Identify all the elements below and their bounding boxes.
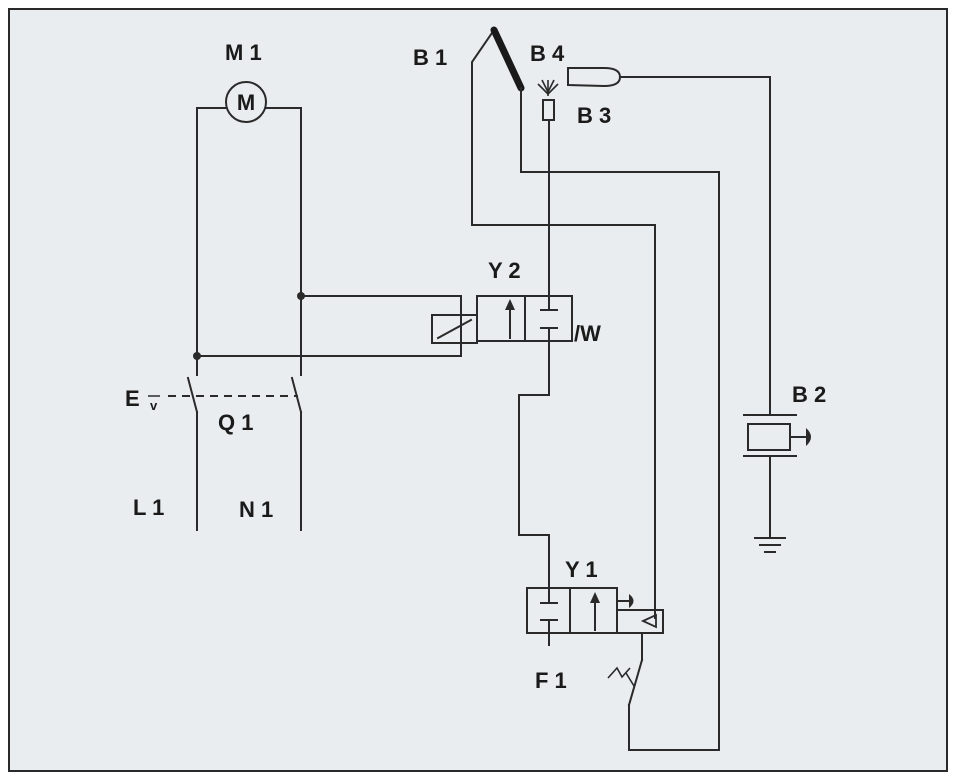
label-e: E xyxy=(125,386,140,411)
label-b1: B 1 xyxy=(413,45,447,70)
motor-m1: M xyxy=(225,81,267,123)
label-ev-subscript: v xyxy=(150,398,158,413)
label-l1: L 1 xyxy=(133,495,164,520)
thermocouple-b1-b4 xyxy=(471,26,720,751)
label-y1: Y 1 xyxy=(565,557,598,582)
label-q1: Q 1 xyxy=(218,410,253,435)
valve-y1 xyxy=(526,587,664,646)
label-m1: M 1 xyxy=(225,40,262,65)
label-b2: B 2 xyxy=(792,382,826,407)
diagram-border xyxy=(8,8,948,772)
label-b3: B 3 xyxy=(577,103,611,128)
piezo-igniter-b2 xyxy=(743,414,811,553)
label-f1: F 1 xyxy=(535,668,567,693)
label-y2: Y 2 xyxy=(488,258,521,283)
label-w: /W xyxy=(574,321,601,346)
valve-y2 xyxy=(431,295,573,344)
motor-symbol-label: M xyxy=(237,90,255,115)
switch-q1 xyxy=(168,355,303,531)
label-n1: N 1 xyxy=(239,497,273,522)
pilot-burner-b3 xyxy=(537,79,559,121)
ignition-cable xyxy=(619,76,771,416)
gas-line-to-y1 xyxy=(518,340,550,589)
thermal-switch-f1 xyxy=(607,632,644,707)
label-b4: B 4 xyxy=(530,41,565,66)
